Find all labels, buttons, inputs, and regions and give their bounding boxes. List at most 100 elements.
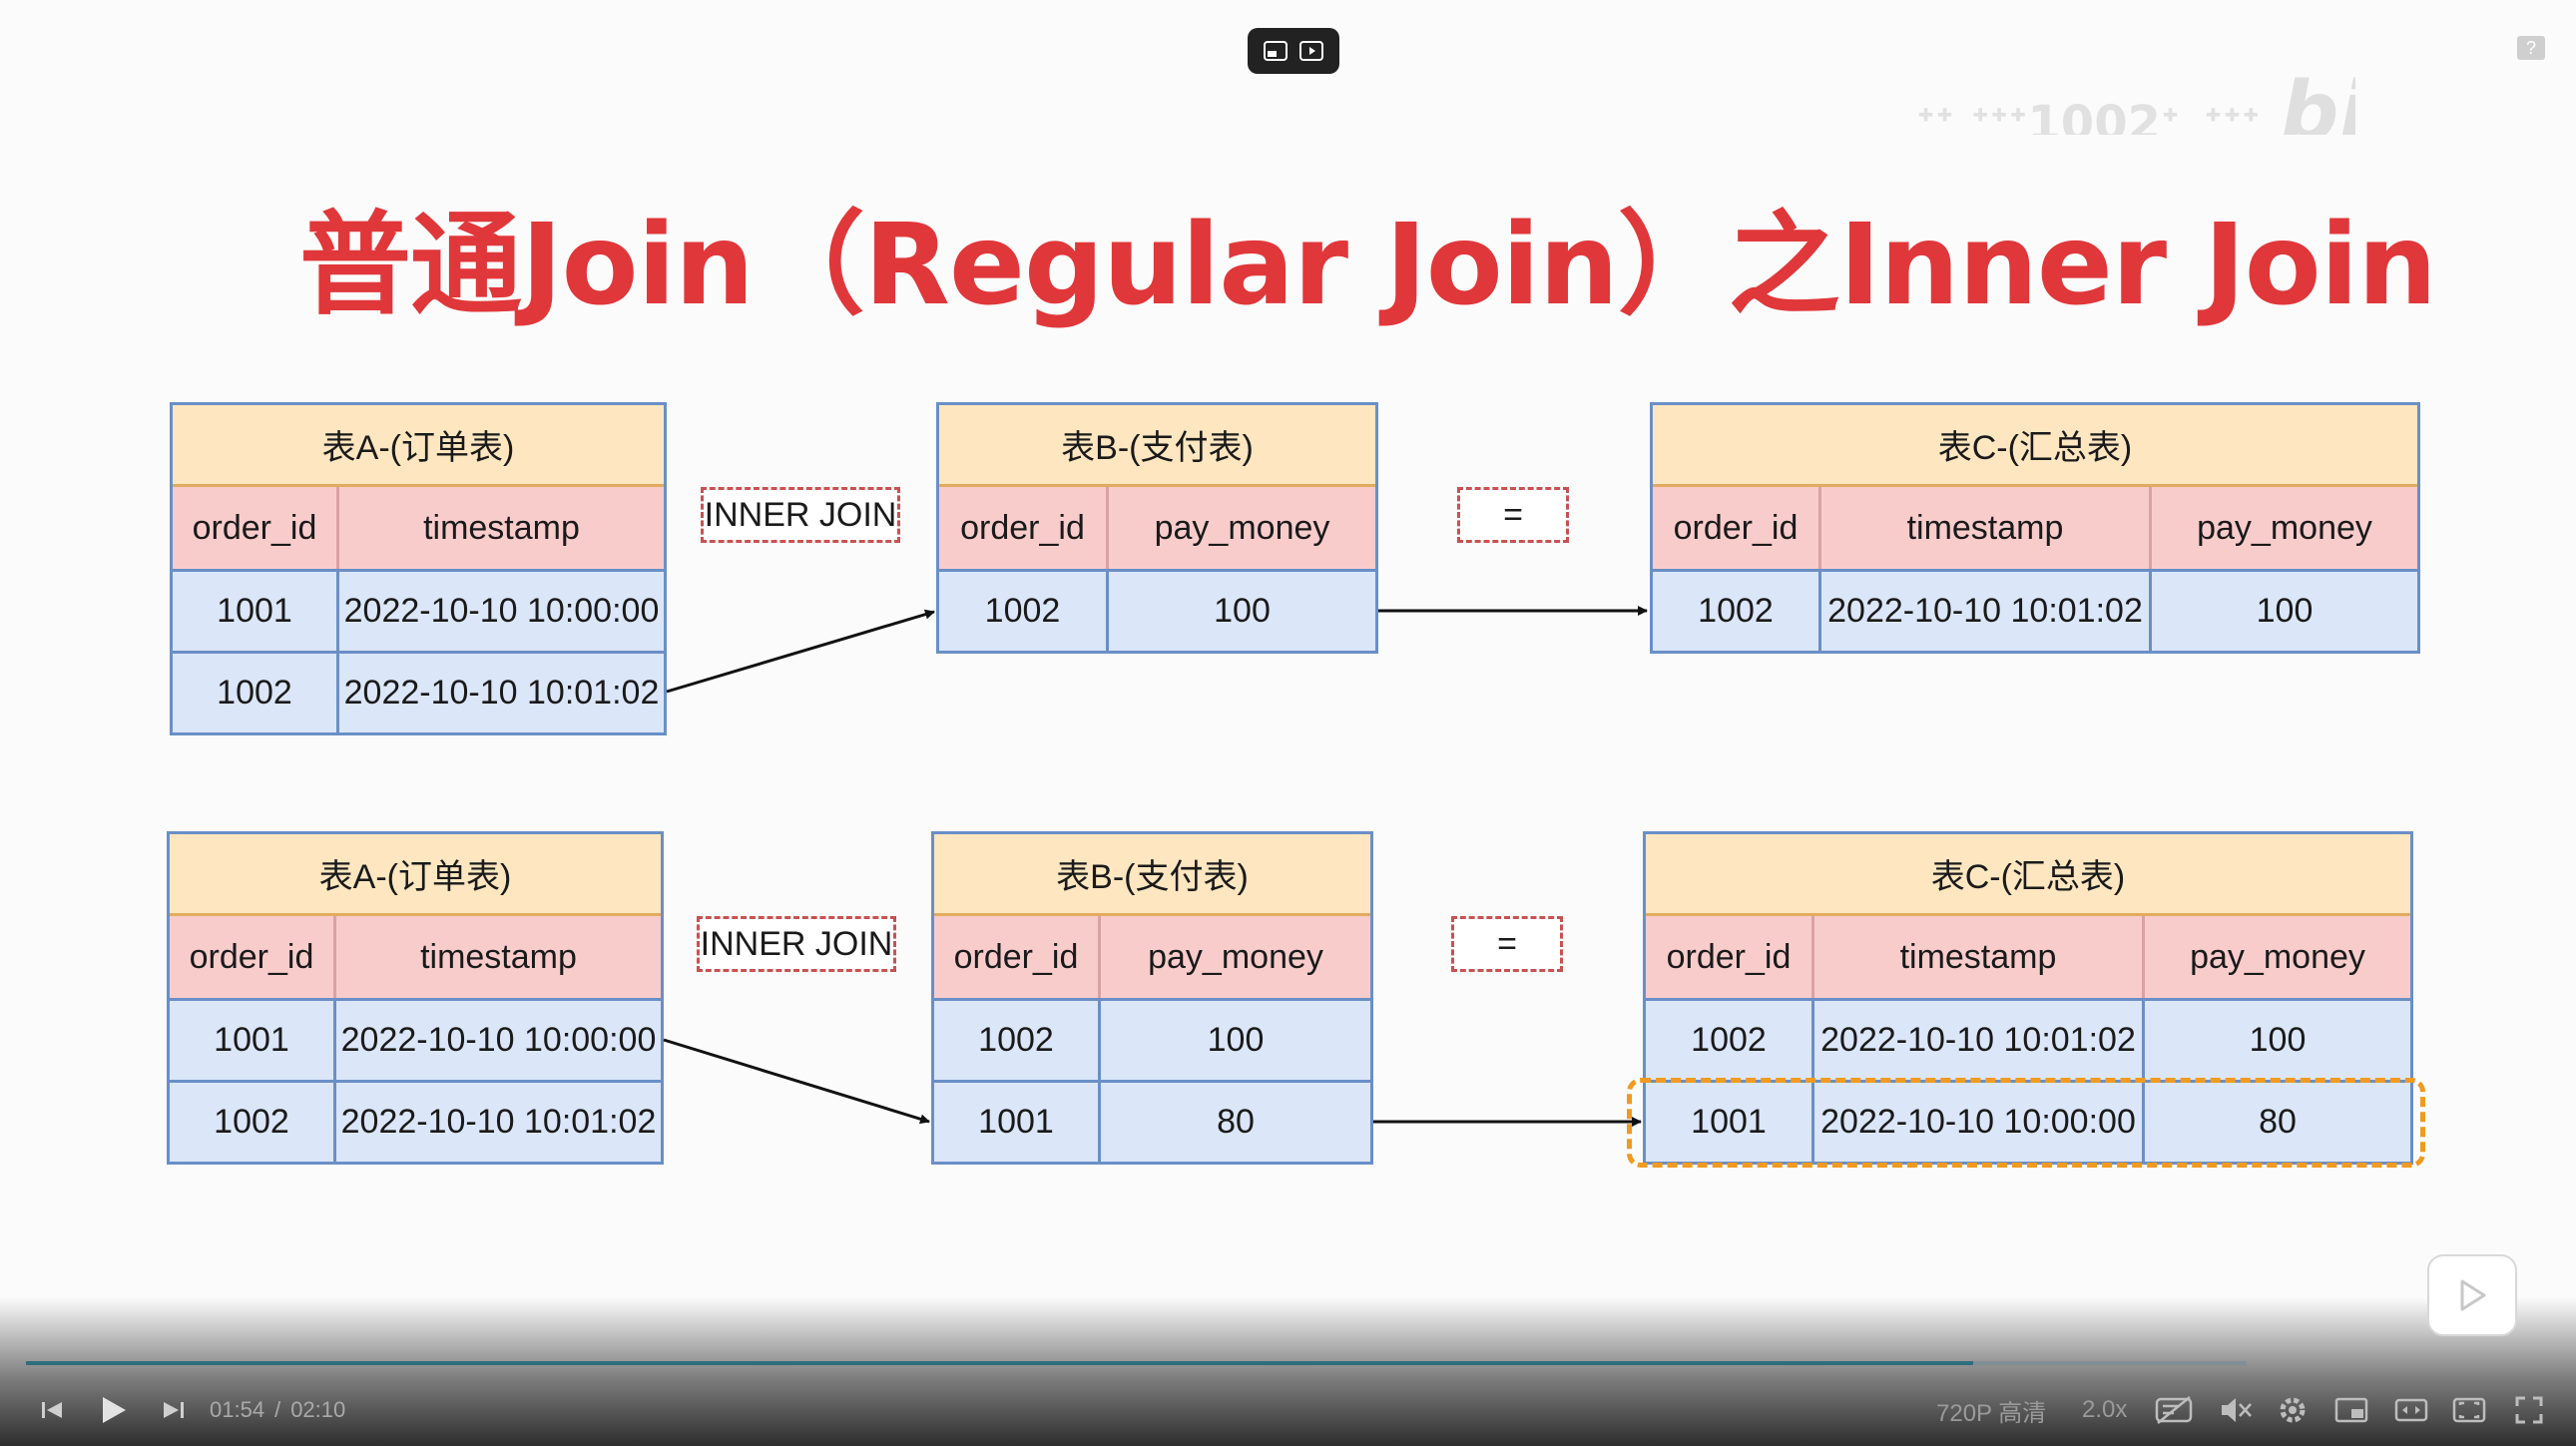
- table-row: 1001 2022-10-10 10:00:00 80: [1646, 1080, 2410, 1162]
- progress-bar[interactable]: [26, 1361, 2247, 1365]
- inner-join-label: INNER JOIN: [697, 916, 896, 972]
- row1-table-a: 表A-(订单表) order_id timestamp 1001 2022-10…: [170, 402, 667, 735]
- settings-button[interactable]: [2276, 1390, 2310, 1430]
- prev-button[interactable]: [38, 1390, 66, 1430]
- table-title: 表B-(支付表): [1061, 429, 1254, 467]
- web-fullscreen-button[interactable]: [2451, 1390, 2487, 1430]
- speed-label: 2.0x: [2082, 1396, 2128, 1423]
- column-header: pay_money: [2142, 916, 2410, 998]
- volume-muted-icon: [2222, 1398, 2252, 1422]
- table-cell: 80: [1098, 1083, 1370, 1162]
- table-row: 1001 2022-10-10 10:00:00: [170, 998, 661, 1080]
- table-cell: 1002: [214, 1103, 289, 1141]
- table-title: 表A-(订单表): [321, 429, 515, 467]
- play-icon: [103, 1397, 126, 1423]
- table-cell: 2022-10-10 10:00:00: [336, 572, 664, 651]
- column-header: timestamp: [1818, 487, 2149, 569]
- duration: 02:10: [290, 1397, 346, 1422]
- table-cell: 1002: [1691, 1021, 1767, 1059]
- table-cell: 1002: [978, 1021, 1054, 1059]
- table-cell: 1002: [984, 592, 1061, 630]
- table-cell: 2022-10-10 10:00:00: [1811, 1083, 2142, 1162]
- table-cell: 100: [2149, 572, 2417, 651]
- column-header: timestamp: [336, 487, 664, 569]
- row2-table-c: 表C-(汇总表) order_id timestamp pay_money 10…: [1643, 831, 2413, 1165]
- skip-previous-icon: [42, 1402, 62, 1418]
- new-row-highlight: [1627, 1078, 2425, 1168]
- column-header: timestamp: [1811, 916, 2142, 998]
- equals-label: =: [1457, 487, 1569, 543]
- row2-table-a: 表A-(订单表) order_id timestamp 1001 2022-10…: [167, 831, 664, 1165]
- table-cell: 100: [2142, 1001, 2410, 1080]
- pip-icon[interactable]: [1296, 38, 1326, 64]
- table-cell: 1001: [217, 592, 292, 630]
- column-header: pay_money: [2149, 487, 2417, 569]
- quality-selector[interactable]: 720P 高清: [1936, 1390, 2046, 1430]
- table-cell: 2022-10-10 10:01:02: [336, 654, 664, 732]
- table-row: 1001 2022-10-10 10:00:00: [173, 569, 664, 651]
- watermark: ᐩᐩ ᐩᐩᐩ1002ᐩ_ᐩᐩᐩbilibili: [1916, 65, 2355, 135]
- table-row: 1002 100: [934, 998, 1370, 1080]
- slide-title: 普通Join（Regular Join）之Inner Join: [299, 201, 2437, 330]
- table-title: 表B-(支付表): [1056, 858, 1249, 896]
- table-cell: 1001: [1691, 1103, 1767, 1141]
- widescreen-icon: [2394, 1398, 2428, 1422]
- column-header: order_id: [192, 508, 317, 547]
- table-cell: 1001: [978, 1103, 1054, 1141]
- danmaku-off-icon: [2155, 1396, 2193, 1424]
- table-row: 1002 2022-10-10 10:01:02 100: [1646, 998, 2410, 1080]
- player-control-bar: [0, 1297, 2576, 1446]
- table-cell: 100: [1106, 572, 1375, 651]
- row1-table-c: 表C-(汇总表) order_id timestamp pay_money 10…: [1650, 402, 2420, 654]
- play-button[interactable]: [96, 1390, 130, 1430]
- table-cell: 1001: [214, 1021, 289, 1059]
- row2-table-b: 表B-(支付表) order_id pay_money 1002 100 100…: [931, 831, 1373, 1165]
- table-title: 表C-(汇总表): [1930, 858, 2126, 896]
- gear-icon: [2280, 1397, 2306, 1423]
- table-cell: 2022-10-10 10:00:00: [333, 1001, 661, 1080]
- help-badge[interactable]: ?: [2517, 36, 2545, 60]
- web-fullscreen-icon: [2452, 1397, 2486, 1423]
- speed-selector[interactable]: 2.0x: [2082, 1390, 2127, 1430]
- current-time: 01:54: [210, 1397, 265, 1422]
- time-display: 01:54 / 02:10: [210, 1390, 345, 1430]
- table-title: 表A-(订单表): [318, 858, 512, 896]
- column-header: pay_money: [1098, 916, 1370, 998]
- table-cell: 80: [2142, 1083, 2410, 1162]
- table-row: 1001 80: [934, 1080, 1370, 1162]
- minimize-icon[interactable]: [1261, 38, 1290, 64]
- column-header: order_id: [1673, 508, 1799, 547]
- volume-button[interactable]: [2218, 1390, 2254, 1430]
- row1-table-b: 表B-(支付表) order_id pay_money 1002 100: [936, 402, 1378, 654]
- table-row: 1002 100: [939, 569, 1375, 651]
- table-cell: 1002: [217, 674, 292, 712]
- next-button[interactable]: [160, 1390, 188, 1430]
- widescreen-button[interactable]: [2393, 1390, 2429, 1430]
- column-header: order_id: [960, 508, 1085, 547]
- top-controls: [1248, 28, 1339, 74]
- play-outline-icon: [2460, 1279, 2486, 1311]
- table-row: 1002 2022-10-10 10:01:02: [173, 651, 664, 732]
- table-row: 1002 2022-10-10 10:01:02 100: [1653, 569, 2417, 651]
- table-title: 表C-(汇总表): [1937, 429, 2133, 467]
- bilibili-logo: bilibili: [2280, 65, 2355, 135]
- column-header: pay_money: [1106, 487, 1375, 569]
- table-cell: 1002: [1698, 592, 1774, 630]
- table-cell: 2022-10-10 10:01:02: [1811, 1001, 2142, 1080]
- table-cell: 2022-10-10 10:01:02: [1818, 572, 2149, 651]
- table-row: 1002 2022-10-10 10:01:02: [170, 1080, 661, 1162]
- time-separator: /: [274, 1397, 281, 1422]
- arrow-a-to-b: [666, 609, 935, 694]
- floating-play-button[interactable]: [2427, 1254, 2517, 1336]
- fullscreen-button[interactable]: [2511, 1390, 2547, 1430]
- fullscreen-icon: [2515, 1396, 2543, 1424]
- arrow-a-to-b: [663, 1038, 930, 1125]
- danmaku-toggle[interactable]: [2154, 1390, 2194, 1430]
- column-header: order_id: [1666, 937, 1792, 976]
- quality-label: 720P 高清: [1936, 1399, 2047, 1427]
- table-cell: 100: [1098, 1001, 1370, 1080]
- pip-button[interactable]: [2333, 1390, 2369, 1430]
- picture-in-picture-icon: [2334, 1397, 2368, 1423]
- column-header: order_id: [189, 937, 314, 976]
